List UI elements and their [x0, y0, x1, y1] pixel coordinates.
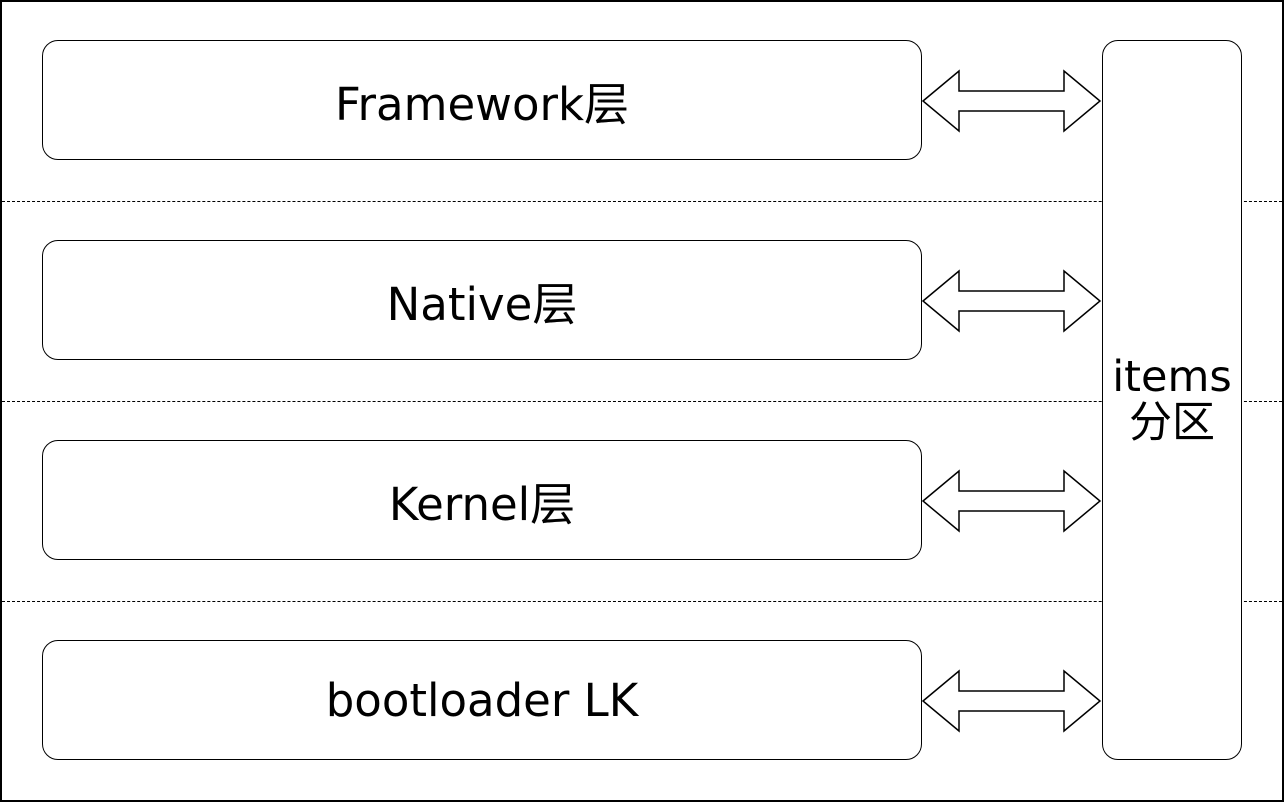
native-layer-box: Native层: [42, 240, 922, 360]
layer-divider-2: [2, 401, 1282, 402]
kernel-double-arrow: [921, 469, 1102, 533]
bootloader-double-arrow: [921, 669, 1102, 733]
items-partition-box: items 分区: [1102, 40, 1242, 760]
native-layer-label: Native层: [386, 277, 578, 331]
items-partition-label-line1: items: [1112, 352, 1232, 402]
kernel-layer-label: Kernel层: [388, 477, 576, 531]
layer-divider-3: [2, 601, 1282, 602]
bootloader-layer-box: bootloader LK: [42, 640, 922, 760]
native-double-arrow: [921, 269, 1102, 333]
framework-double-arrow: [921, 69, 1102, 133]
bootloader-layer-label: bootloader LK: [325, 673, 639, 727]
framework-layer-box: Framework层: [42, 40, 922, 160]
framework-layer-label: Framework层: [334, 77, 630, 131]
layer-divider-1: [2, 201, 1282, 202]
items-partition-label-line2: 分区: [1129, 398, 1215, 448]
kernel-layer-box: Kernel层: [42, 440, 922, 560]
